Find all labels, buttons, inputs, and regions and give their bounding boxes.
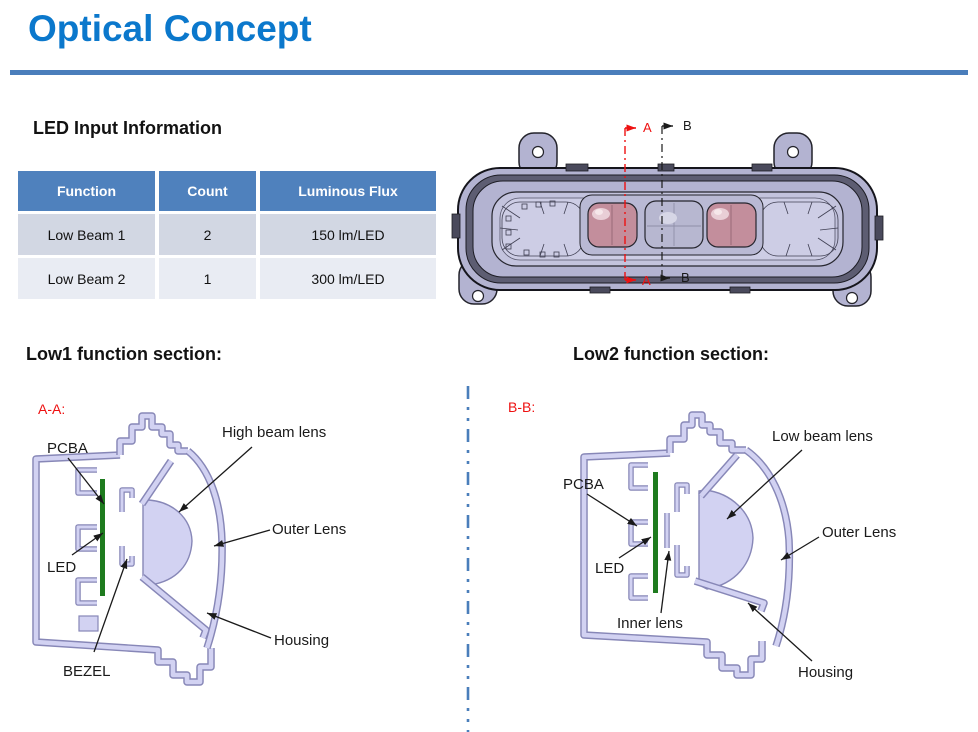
table-header-row: Function Count Luminous Flux: [18, 171, 436, 211]
section-b-label-bottom: B: [681, 270, 690, 285]
bb-label-inner-lens: Inner lens: [617, 615, 683, 632]
bb-low-beam-lens-dome: [698, 489, 754, 590]
aa-label-high-beam-lens: High beam lens: [222, 424, 326, 441]
table-row-low-beam-2: Low Beam 2 1 300 lm/LED: [18, 258, 436, 299]
lamp-front-view-figure: A A B B: [451, 118, 884, 307]
aa-label-pcba: PCBA: [47, 440, 88, 457]
aa-pcba-board: [100, 479, 105, 596]
led-info-heading: LED Input Information: [33, 118, 222, 138]
page-title: Optical Concept: [28, 8, 312, 49]
section-a-label-top: A: [643, 120, 652, 135]
low-beam-1-lens-left: [587, 202, 638, 248]
column-header-luminous-flux: Luminous Flux: [260, 171, 436, 211]
section-aa-figure: A-A: PCBA High beam lens: [20, 401, 346, 730]
cell-flux: 300 lm/LED: [260, 258, 436, 299]
bb-pcb-brackets: [631, 465, 648, 598]
aa-label-housing: Housing: [274, 632, 329, 649]
aa-annotations: PCBA High beam lens Outer Lens LED Housi…: [47, 424, 346, 680]
mounting-tab-top-right: [773, 132, 813, 178]
body-clips: [451, 163, 884, 294]
bb-label-pcba: PCBA: [563, 476, 604, 493]
low1-section-heading: Low1 function section:: [26, 344, 222, 364]
column-header-count: Count: [159, 171, 256, 211]
section-bb-figure: B-B: PCBA LED: [508, 399, 896, 681]
bb-annotations: PCBA LED Inner lens Low beam lens Outer …: [563, 428, 896, 681]
led-input-table: Function Count Luminous Flux Low Beam 1 …: [14, 168, 440, 302]
low-beam-2-lens-center: [644, 200, 704, 249]
bb-pcba-board: [653, 472, 658, 593]
cell-count: 2: [159, 214, 256, 255]
bb-label-outer-lens: Outer Lens: [822, 524, 896, 541]
table-row-low-beam-1: Low Beam 1 2 150 lm/LED: [18, 214, 436, 255]
aa-label-bezel: BEZEL: [63, 663, 111, 680]
section-a-label-bottom: A: [642, 273, 651, 288]
aa-label-outer-lens: Outer Lens: [272, 521, 346, 538]
aa-pcb-brackets: [78, 470, 98, 632]
section-line-b: B B: [660, 118, 692, 285]
bb-label-housing: Housing: [798, 664, 853, 681]
section-line-a: A A: [624, 120, 652, 288]
low-beam-1-lens-right: [706, 202, 757, 248]
aa-high-beam-lens-dome: [142, 499, 193, 586]
section-divider: [466, 386, 470, 732]
cell-function: Low Beam 1: [18, 214, 155, 255]
lens-cluster: [579, 194, 764, 256]
bb-section-label: B-B:: [508, 399, 535, 415]
cell-flux: 150 lm/LED: [260, 214, 436, 255]
cell-function: Low Beam 2: [18, 258, 155, 299]
column-header-function: Function: [18, 171, 155, 211]
title-rule: [10, 70, 968, 75]
aa-label-led: LED: [47, 559, 76, 576]
section-b-label-top: B: [683, 118, 692, 133]
bb-label-low-beam-lens: Low beam lens: [772, 428, 873, 445]
cell-count: 1: [159, 258, 256, 299]
mounting-tab-top-left: [518, 132, 558, 178]
low2-section-heading: Low2 function section:: [573, 344, 769, 364]
aa-section-label: A-A:: [38, 401, 65, 417]
bb-label-led: LED: [595, 560, 624, 577]
